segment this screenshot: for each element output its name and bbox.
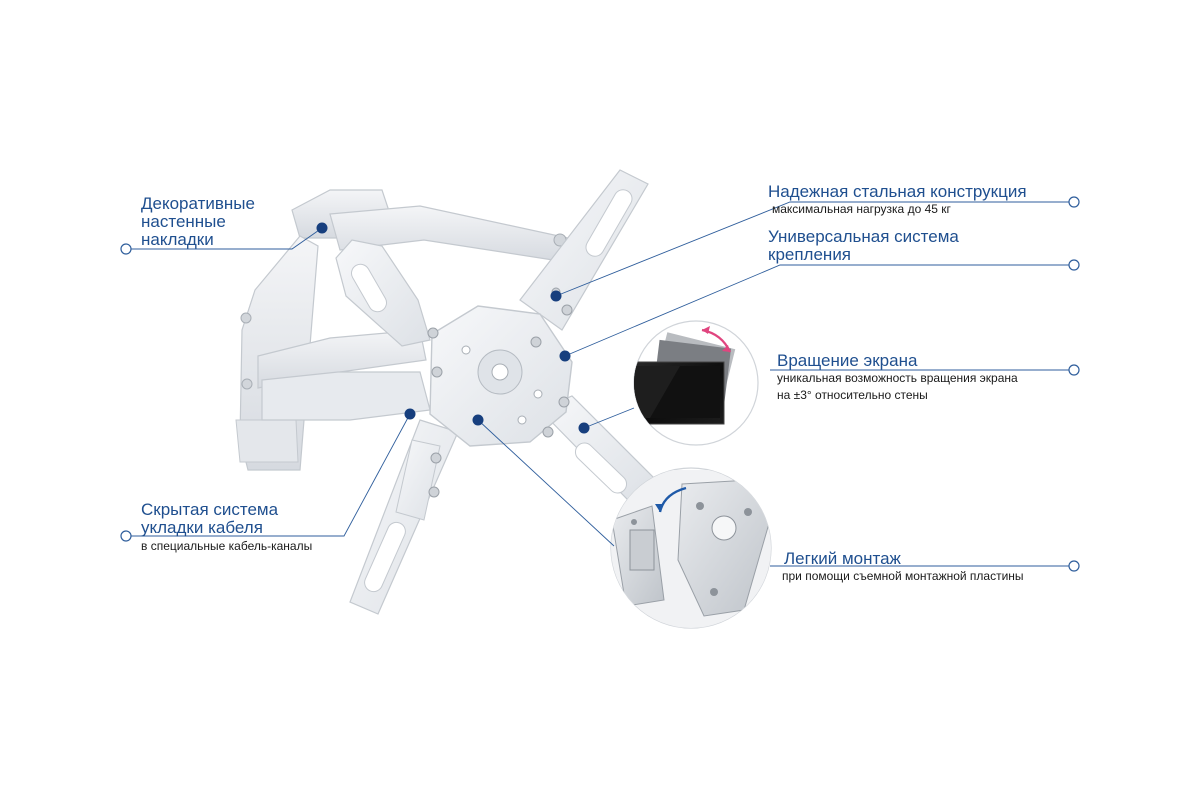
callout-anchor-dots xyxy=(316,222,590,434)
articulating-arms xyxy=(257,205,569,421)
filled-dot-icon xyxy=(472,414,484,426)
callout-end-circles xyxy=(120,196,1080,572)
open-circle-icon xyxy=(1068,364,1080,376)
label-steel-construction: Надежная стальная конструкция максимальн… xyxy=(768,183,1027,218)
label-title: Легкий монтаж xyxy=(784,549,901,568)
open-circle-icon xyxy=(120,530,132,542)
label-title-line: Универсальная система xyxy=(768,227,959,246)
label-subtitle: максимальная нагрузка до 45 кг xyxy=(772,202,951,216)
filled-dot-icon xyxy=(559,350,571,362)
filled-dot-icon xyxy=(316,222,328,234)
filled-dot-icon xyxy=(578,422,590,434)
callout-lines xyxy=(126,201,1074,567)
label-subtitle: при помощи съемной монтажной пластины xyxy=(782,569,1024,583)
label-universal-mounting: Универсальная система крепления xyxy=(768,228,959,264)
mounting-inset xyxy=(610,467,772,629)
open-circle-icon xyxy=(1068,560,1080,572)
open-circle-icon xyxy=(1068,259,1080,271)
label-screen-rotation: Вращение экрана уникальная возможность в… xyxy=(777,352,1018,404)
filled-dot-icon xyxy=(404,408,416,420)
label-title-line: настенные xyxy=(141,212,226,231)
rotation-inset xyxy=(633,320,759,446)
label-title-line: укладки кабеля xyxy=(141,518,263,537)
label-title-line: накладки xyxy=(141,230,214,249)
label-easy-mounting: Легкий монтаж при помощи съемной монтажн… xyxy=(782,549,1024,585)
label-subtitle-line: уникальная возможность вращения экрана xyxy=(777,371,1018,385)
open-circle-icon xyxy=(1068,196,1080,208)
label-title: Вращение экрана xyxy=(777,351,918,370)
label-hidden-cable-system: Скрытая система укладки кабеля в специал… xyxy=(141,501,312,555)
label-title-line: Скрытая система xyxy=(141,500,279,519)
label-subtitle: в специальные кабель-каналы xyxy=(141,539,313,553)
vesa-plate xyxy=(349,169,655,615)
label-title-line: Декоративные xyxy=(141,194,255,213)
label-subtitle-line: на ±3° относительно стены xyxy=(777,388,928,402)
label-decorative-covers: Декоративные настенные накладки xyxy=(141,195,255,249)
label-title-line: крепления xyxy=(768,245,852,264)
filled-dot-icon xyxy=(550,290,562,302)
open-circle-icon xyxy=(120,243,132,255)
label-title: Надежная стальная конструкция xyxy=(768,182,1027,201)
